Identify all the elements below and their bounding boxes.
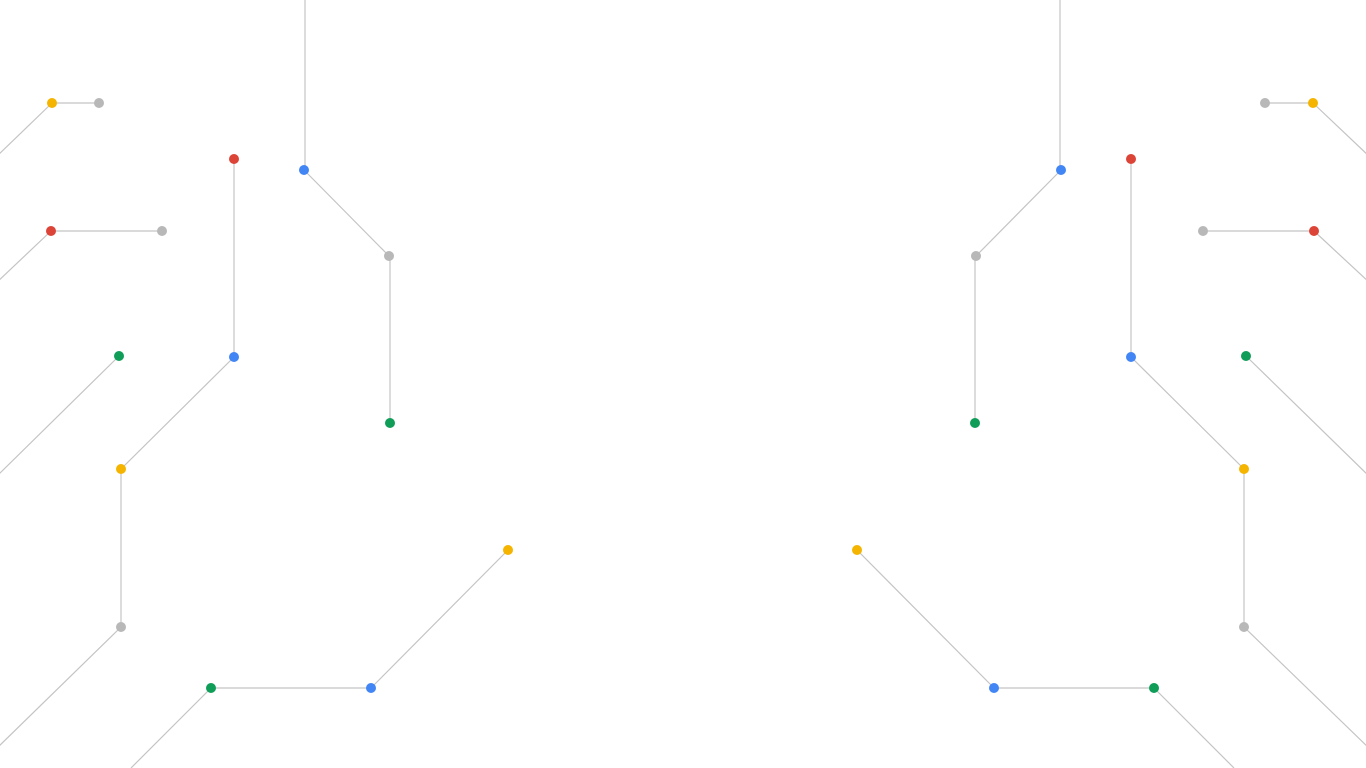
node-dot (299, 165, 309, 175)
circuit-trace (1313, 230, 1366, 281)
node-dot (1241, 351, 1251, 361)
node-dot (229, 352, 239, 362)
circuit-nodes (46, 98, 1319, 693)
circuit-trace (856, 549, 995, 689)
circuit-trace (303, 169, 390, 257)
circuit-trace (1243, 626, 1366, 746)
node-dot (1126, 154, 1136, 164)
node-dot (385, 418, 395, 428)
node-dot (384, 251, 394, 261)
circuit-trace (1245, 355, 1366, 474)
node-dot (970, 418, 980, 428)
circuit-trace (0, 355, 120, 474)
circuit-trace (120, 356, 235, 470)
node-dot (1149, 683, 1159, 693)
node-dot (114, 351, 124, 361)
circuit-trace (1312, 102, 1366, 155)
node-dot (503, 545, 513, 555)
node-dot (46, 226, 56, 236)
node-dot (1309, 226, 1319, 236)
node-dot (852, 545, 862, 555)
circuit-trace (1130, 356, 1245, 470)
circuit-trace (975, 169, 1062, 257)
circuit-trace (1153, 687, 1235, 768)
circuit-trace (0, 102, 53, 155)
node-dot (229, 154, 239, 164)
circuit-trace (0, 230, 52, 281)
node-dot (1198, 226, 1208, 236)
node-dot (1126, 352, 1136, 362)
node-dot (1056, 165, 1066, 175)
node-dot (94, 98, 104, 108)
node-dot (1239, 622, 1249, 632)
node-dot (47, 98, 57, 108)
node-dot (1308, 98, 1318, 108)
node-dot (971, 251, 981, 261)
node-dot (1260, 98, 1270, 108)
circuit-trace (370, 549, 509, 689)
node-dot (116, 464, 126, 474)
node-dot (366, 683, 376, 693)
circuit-trace (0, 626, 122, 746)
node-dot (206, 683, 216, 693)
node-dot (1239, 464, 1249, 474)
node-dot (157, 226, 167, 236)
node-dot (989, 683, 999, 693)
circuit-trace (130, 687, 212, 768)
node-dot (116, 622, 126, 632)
